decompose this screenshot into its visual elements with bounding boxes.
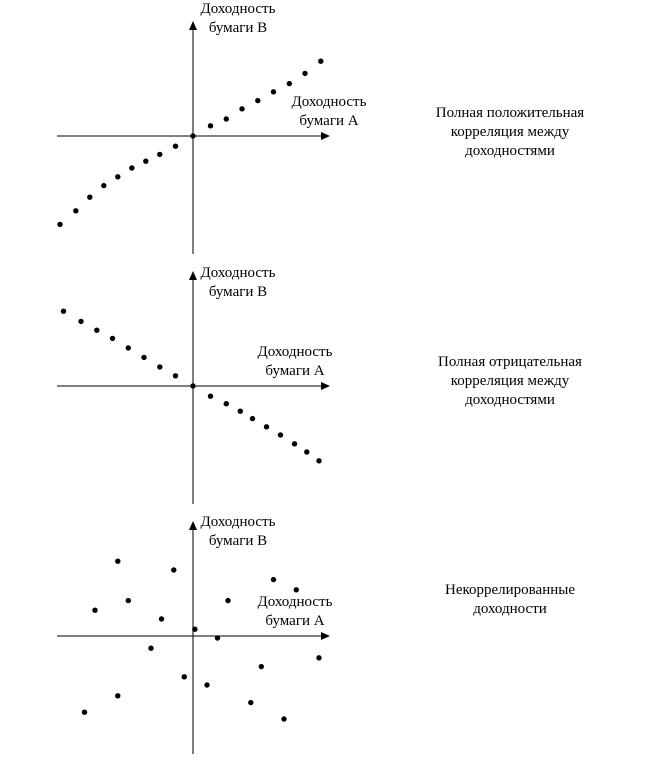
y-axis-label: Доходность бумаги В <box>188 513 288 551</box>
data-point <box>204 682 210 688</box>
x-axis-label-line-1: Доходность <box>257 344 333 360</box>
y-axis-arrow-icon <box>189 21 197 30</box>
y-axis-label-line-1: Доходность <box>200 514 276 530</box>
caption-line-3: доходностями <box>465 392 555 408</box>
data-point <box>141 354 147 361</box>
data-point <box>207 393 214 399</box>
data-point <box>214 635 221 641</box>
panel-uncorrelated: Доходность бумаги В Доходность бумаги А … <box>0 500 647 754</box>
x-axis-label-line-2: бумаги А <box>265 363 325 379</box>
data-point <box>286 80 292 87</box>
data-point <box>87 194 93 200</box>
data-point <box>190 383 196 389</box>
data-point <box>248 699 254 706</box>
y-axis-label-line-2: бумаги В <box>208 20 268 36</box>
y-axis-label: Доходность бумаги В <box>188 0 288 38</box>
x-axis-arrow-icon <box>321 132 330 140</box>
caption-line-2: корреляция между <box>450 124 570 140</box>
caption-line-2: доходности <box>473 601 547 617</box>
data-point <box>157 151 163 158</box>
data-point <box>73 208 79 214</box>
caption-line-1: Полная положительная <box>435 105 585 121</box>
x-axis-arrow-icon <box>321 632 330 640</box>
data-point <box>207 123 214 129</box>
data-point <box>125 345 131 351</box>
y-axis-label-line-1: Доходность <box>200 265 276 281</box>
x-axis-arrow-icon <box>321 382 330 390</box>
data-point <box>78 318 84 325</box>
data-point <box>92 607 98 613</box>
y-axis-label-line-2: бумаги В <box>208 284 268 300</box>
data-point <box>109 335 116 342</box>
data-point <box>172 373 179 379</box>
data-point <box>115 174 121 180</box>
data-point <box>237 408 243 414</box>
y-axis-label: Доходность бумаги В <box>188 264 288 302</box>
x-axis-label-line-2: бумаги А <box>265 613 325 629</box>
data-point <box>277 432 284 438</box>
data-point <box>60 308 67 314</box>
caption-line-2: корреляция между <box>450 373 570 389</box>
data-point <box>192 626 198 632</box>
data-point <box>316 458 322 464</box>
data-point <box>172 143 179 149</box>
panel-caption: Полная положительная корреляция между до… <box>410 104 610 161</box>
data-point <box>239 106 245 112</box>
data-point <box>270 89 277 95</box>
data-point <box>304 449 310 455</box>
data-point <box>115 558 121 564</box>
data-point <box>316 655 322 661</box>
panel-caption: Полная отрицательная корреляция между до… <box>410 353 610 410</box>
data-point <box>57 221 63 228</box>
data-point <box>94 327 100 333</box>
data-point <box>255 97 261 104</box>
data-point <box>190 133 196 139</box>
data-point <box>291 441 298 447</box>
data-point <box>115 693 121 699</box>
diagram-plot <box>57 521 330 754</box>
data-point <box>281 716 287 722</box>
caption-line-1: Полная отрицательная <box>438 354 582 370</box>
diagram-plot <box>57 271 330 504</box>
caption-line-1: Некоррелированные <box>444 582 576 598</box>
caption-line-3: доходностями <box>465 143 555 159</box>
data-point <box>101 182 107 189</box>
y-axis-label-line-2: бумаги В <box>208 533 268 549</box>
data-point <box>171 567 177 573</box>
data-point <box>223 116 229 122</box>
x-axis-label-line-2: бумаги А <box>299 113 359 129</box>
panel-negative-correlation: Доходность бумаги В Доходность бумаги А … <box>0 250 647 504</box>
data-point <box>129 165 135 171</box>
data-point <box>125 597 131 604</box>
y-axis-arrow-icon <box>189 521 197 530</box>
data-point <box>157 364 163 370</box>
data-point <box>270 576 277 583</box>
data-point <box>249 415 256 422</box>
data-point <box>263 424 270 430</box>
data-point <box>158 616 165 622</box>
data-point <box>81 709 88 715</box>
data-point <box>181 674 187 680</box>
x-axis-label-line-1: Доходность <box>291 94 367 110</box>
y-axis-label-line-1: Доходность <box>200 1 276 17</box>
data-point <box>318 58 324 64</box>
x-axis-label-line-1: Доходность <box>257 594 333 610</box>
x-axis-label: Доходность бумаги А <box>245 593 345 631</box>
diagram-plot <box>57 21 330 254</box>
data-point <box>293 587 299 593</box>
panel-positive-correlation: Доходность бумаги В Доходность бумаги А … <box>0 0 647 254</box>
data-point <box>148 645 154 651</box>
x-axis-label: Доходность бумаги А <box>245 343 345 381</box>
data-point <box>143 158 149 164</box>
data-point <box>302 70 308 77</box>
x-axis-label: Доходность бумаги А <box>279 93 379 131</box>
data-point <box>258 663 264 670</box>
y-axis-arrow-icon <box>189 271 197 280</box>
data-point <box>223 401 229 407</box>
data-point <box>225 597 231 604</box>
panel-caption: Некоррелированные доходности <box>410 581 610 619</box>
